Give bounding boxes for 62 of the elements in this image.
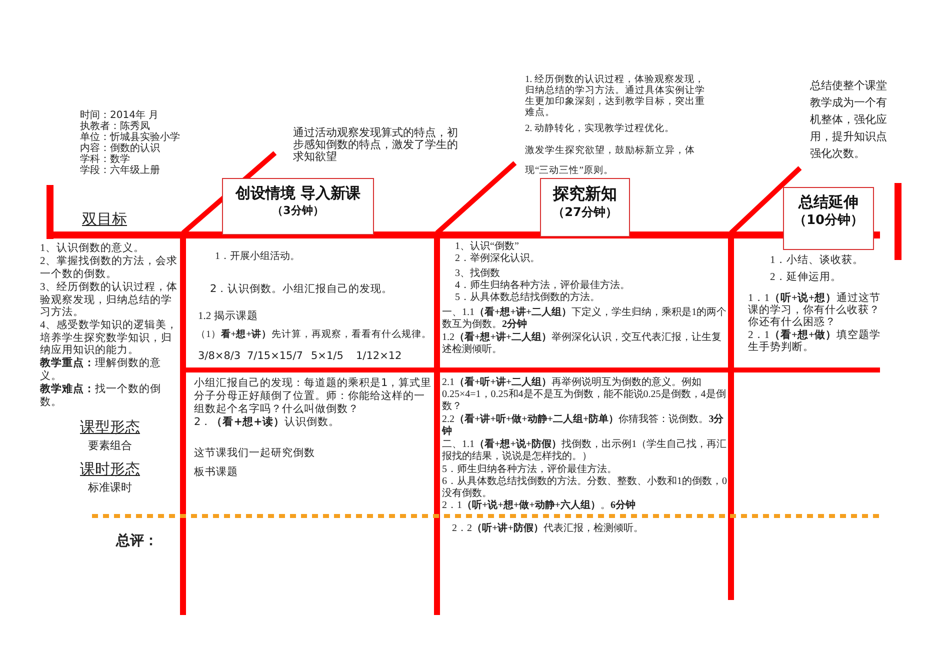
duration-text: （3分钟）	[271, 203, 325, 219]
step-text: 1、认识“倒数”	[455, 241, 520, 252]
heading-text: 总结延伸	[797, 192, 860, 212]
step-text: 2．认识倒数。小组汇报自己的发现。	[210, 283, 394, 295]
section-title: 总评：	[116, 533, 159, 549]
objective-text: 2、掌握找倒数的方法，会求一个数的倒数。	[40, 256, 178, 281]
step-text: 2.2（看+讲+听+做+动静+二人组+防单）你猜我答：说倒数。3分钟	[442, 414, 725, 438]
step-text: 二、1.1（看+想+说+防假）找倒数，出示例1（学生自己找，再汇报找的结果，说说是怎样找的。）	[442, 439, 728, 463]
formula-text: 1/12×12	[356, 350, 403, 362]
info-line: 学科：数学	[80, 154, 131, 165]
step-text: （1）看+想+讲）先计算，再观察，看看有什么规律。	[196, 329, 433, 341]
step-text: 2．1（听+说+想+做+动静+六人组）。6分钟	[442, 500, 636, 512]
step-text: 小组汇报自己的发现：每道题的乘积是1，算式里分子分母正好颠倒了位置。师：你能给这样的一组数起个名字吗？什么叫做倒数？	[194, 377, 432, 416]
heading-box	[540, 178, 630, 237]
step-text: 1．小结、谈收获。	[770, 254, 864, 268]
step-text: 2．2（听+讲+防假）代表汇报，检测倾听。	[452, 523, 644, 535]
note-text: 总结使整个课堂教学成为一个有机整体，强化应用，提升知识点强化次数。	[810, 78, 888, 162]
note-text: 要素组合	[88, 440, 133, 453]
step-text: 1.2 揭示课题	[198, 311, 259, 323]
step-text: 1.2（看+想+讲+二人组）举例深化认识，交互代表汇报，让生复述检测倾听。	[442, 332, 723, 356]
step-text: 2．（看+想+读）认识倒数。	[194, 416, 340, 429]
step-text: 5．师生归纳各种方法，评价最佳方法。	[442, 464, 618, 476]
step-text: 这节课我们一起研究倒数	[194, 447, 316, 460]
step-text: 2．举例深化认识。	[455, 253, 541, 265]
note-text: 通过活动观察发现算式的特点，初步感知倒数的特点，激发了学生的求知欲望	[293, 127, 458, 163]
key-point-text: 教学重点：理解倒数的意义。	[40, 358, 162, 383]
info-line: 内容：倒数的认识	[80, 143, 161, 154]
formula-text: 3/8×8/3	[198, 350, 242, 362]
step-text: 2.1（看+听+讲+二人组）再举例说明互为倒数的意义。例如0.25×4=1，0.25和4是不是互为倒数，能不能说0.25是倒数，4是倒数？	[442, 377, 727, 413]
duration-text: （10分钟）	[792, 212, 865, 230]
step-text: 4．师生归纳各种方法，评价最佳方法。	[455, 280, 631, 292]
objective-text: 3、经历倒数的认识过程，体验观察发现，归纳总结的学习方法。	[40, 282, 178, 319]
duration-text: （27分钟）	[552, 204, 618, 221]
heading-text: 探究新知	[552, 183, 618, 204]
step-text: 一、1.1（看+想+讲+二人组）下定义，学生归纳，乘积是1的两个数互为倒数。2分钟	[442, 307, 728, 331]
objective-text: 1、认识倒数的意义。	[40, 243, 146, 255]
heading-text: 创设情境 导入新课	[234, 183, 362, 203]
objective-text: 4、感受数学知识的逻辑美，培养学生探究数学知识，归纳应用知识的能力。	[40, 320, 178, 357]
step-text: 5．从具体数总结找倒数的方法。	[455, 292, 601, 304]
heading-box	[222, 178, 374, 235]
formula-text: 7/15×15/7	[247, 350, 304, 362]
note-text: 标准课时	[88, 482, 133, 495]
step-text: 3、找倒数	[455, 268, 501, 280]
info-line: 执教者：陈秀凤	[80, 121, 150, 132]
heading-box	[783, 187, 874, 250]
step-text: 板书课题	[194, 466, 239, 479]
info-line: 时间：2014年 月	[80, 110, 160, 121]
section-title: 双目标	[82, 210, 128, 228]
note-text: 1. 经历倒数的认识过程，体验观察发现，归纳总结的学习方法。通过具体实例让学生更加印象深刻，达到教学目标，突出重难点。	[525, 75, 706, 119]
note-text: 2. 动静转化，实现教学过程优化。	[525, 124, 676, 135]
note-text: 激发学生探究欲望，鼓励标新立异，体现“三动三性”原则。	[525, 144, 696, 178]
step-text: 6．从具体数总结找倒数的方法。分数、整数、小数和1的倒数，0没有倒数。	[442, 476, 728, 499]
step-text: 2．1（看+想+做）填空题学生手势判断。	[748, 330, 882, 354]
info-line: 学段：六年级上册	[80, 165, 161, 176]
step-text: 1．开展小组活动。	[215, 251, 301, 263]
key-point-text: 教学难点：找一个数的倒数。	[40, 384, 162, 409]
step-text: 2．延伸运用。	[770, 271, 842, 285]
info-line: 单位：忻城县实验小学	[80, 132, 181, 143]
step-text: 1．1（听+说+想）通过这节课的学习，你有什么收获？你还有什么困惑？	[748, 293, 882, 329]
section-title: 课型形态	[80, 418, 141, 436]
section-title: 课时形态	[80, 460, 141, 478]
formula-text: 5×1/5	[311, 350, 344, 362]
